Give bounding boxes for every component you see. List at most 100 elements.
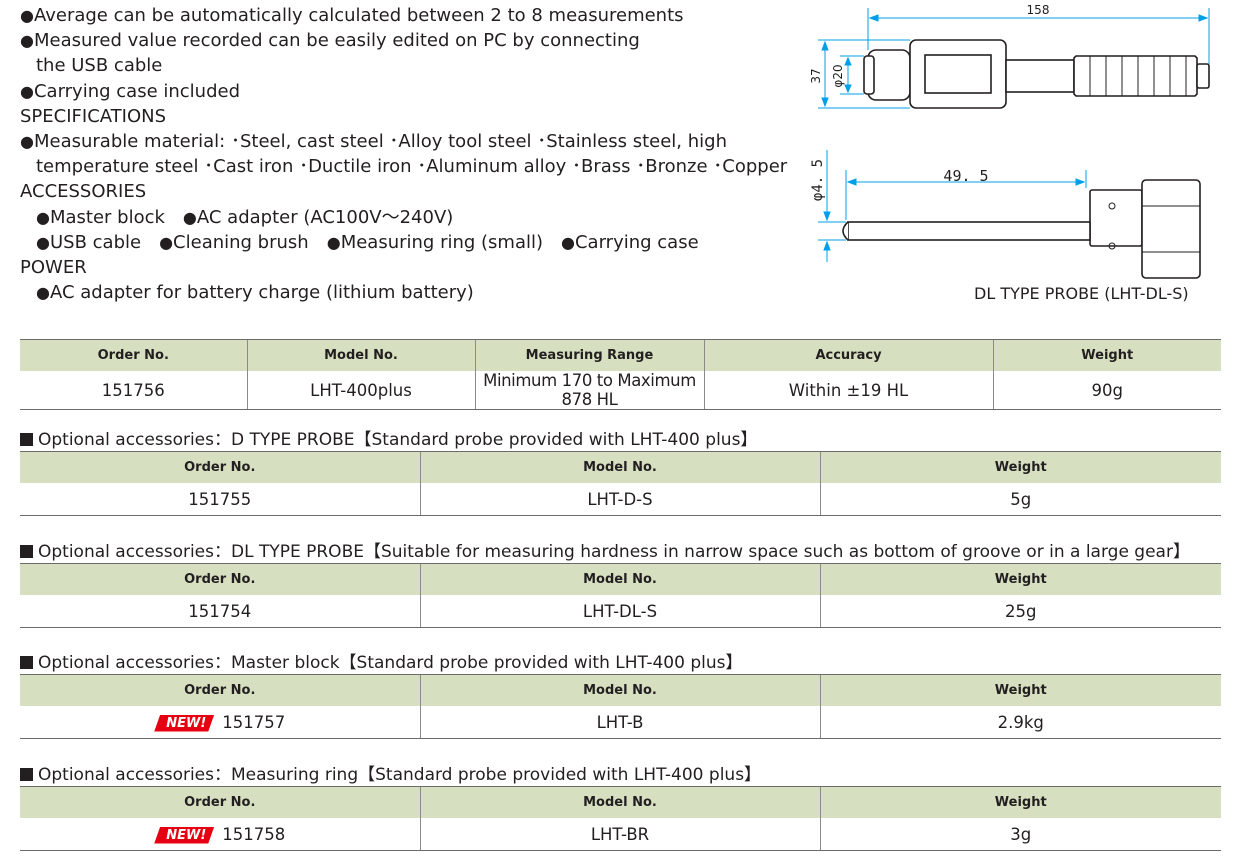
accessory-label: USB cable (49, 231, 142, 253)
section-title-text: Optional accessories：DL TYPE PROBE【Suita… (38, 542, 1190, 562)
square-bullet-icon (20, 768, 33, 781)
bullet-icon: ● (326, 232, 341, 252)
probe-caption: DL TYPE PROBE (LHT-DL-S) (974, 284, 1189, 303)
column-header: Model No. (419, 786, 820, 818)
accessory-label: Cleaning brush (173, 231, 309, 253)
accessory-item: ●Measuring ring (small) (327, 230, 543, 255)
new-badge: NEW! (154, 826, 215, 844)
column-header: Weight (819, 674, 1221, 706)
column-header: Order No. (20, 674, 420, 706)
bullet-icon: ● (36, 207, 50, 227)
power-heading: POWER (20, 257, 87, 279)
feature-text: Measured value recorded can be easily ed… (33, 30, 640, 52)
accessories-heading: ACCESSORIES (20, 181, 147, 203)
measuring-range: Minimum 170 to Maximum 878 HL (474, 371, 704, 410)
accuracy: Within ±19 HL (703, 371, 993, 410)
order-number: 151757 (222, 712, 286, 732)
column-header: Weight (819, 563, 1221, 595)
column-header: Order No. (20, 339, 247, 371)
table-row: NEW!151758 LHT-BR 3g (20, 818, 1221, 851)
section-title: Optional accessories：Master block【Standa… (20, 648, 742, 673)
feature-item: ●Carrying case included (20, 79, 780, 104)
new-badge: NEW! (154, 714, 215, 732)
accessory-label: Measuring ring (small) (340, 231, 544, 253)
feature-text: Carrying case included (33, 80, 241, 102)
dim-length-label: 158 (1027, 3, 1050, 17)
dim-diameter-label: φ20 (831, 64, 845, 87)
order-number-cell: NEW! 151758 (20, 818, 420, 851)
accessory-item: ●Master block (36, 205, 165, 230)
table-header-row: Order No. Model No. Measuring Range Accu… (20, 339, 1221, 371)
feature-item: ●Measured value recorded can be easily e… (20, 28, 780, 53)
tester-body-drawing (863, 39, 1210, 109)
main-spec-table: Order No. Model No. Measuring Range Accu… (20, 339, 1221, 410)
accessory-item: ●Carrying case (561, 230, 699, 255)
feature-text: Average can be automatically calculated … (33, 5, 684, 26)
column-header: Order No. (20, 563, 420, 595)
bullet-icon: ● (182, 207, 197, 227)
order-number-cell: NEW! 151757 (20, 706, 420, 739)
model-number: LHT-400plus (246, 371, 475, 410)
order-number: 151758 (222, 824, 286, 844)
dimension-diagram: 158 37 φ20 49. 5 φ4. 5 (790, 0, 1230, 320)
model-number: LHT-B (419, 706, 820, 739)
bullet-icon: ● (20, 81, 34, 101)
table-row: 151756 LHT-400plus Minimum 170 to Maximu… (20, 371, 1221, 410)
optional-table-dl-probe: Order No. Model No. Weight 151754 LHT-DL… (20, 563, 1221, 628)
column-header: Model No. (246, 339, 475, 371)
column-header: Accuracy (703, 339, 993, 371)
column-header: Measuring Range (474, 339, 704, 371)
section-title: Optional accessories：D TYPE PROBE【Standa… (20, 425, 757, 450)
model-number: LHT-D-S (419, 483, 820, 516)
weight: 5g (819, 483, 1221, 516)
accessory-label: Master block (49, 206, 165, 228)
bullet-icon: ● (36, 232, 50, 252)
order-number: 151756 (20, 371, 247, 410)
square-bullet-icon (20, 433, 33, 446)
table-row: 151755 LHT-D-S 5g (20, 483, 1221, 516)
bullet-icon: ● (20, 132, 34, 152)
bullet-icon: ● (159, 232, 174, 252)
material-item: ●Measurable material: ･Steel, cast steel… (20, 129, 780, 154)
model-number: LHT-BR (419, 818, 820, 851)
column-header: Weight (819, 786, 1221, 818)
weight: 2.9kg (819, 706, 1221, 739)
feature-text-continued: the USB cable (36, 55, 163, 77)
optional-table-measuring-ring: Order No. Model No. Weight NEW! 151758 LH… (20, 786, 1221, 851)
optional-table-d-probe: Order No. Model No. Weight 151755 LHT-D-… (20, 451, 1221, 516)
table-header-row: Order No. Model No. Weight (20, 674, 1221, 706)
accessory-label: AC adapter (AC100V～240V) (196, 206, 454, 228)
square-bullet-icon (20, 545, 33, 558)
weight: 25g (819, 595, 1221, 628)
weight: 90g (992, 371, 1221, 410)
feature-list: ●Average can be automatically calculated… (20, 3, 787, 305)
table-header-row: Order No. Model No. Weight (20, 563, 1221, 595)
column-header: Model No. (419, 451, 820, 483)
accessories-row: ●USB cable●Cleaning brush●Measuring ring… (20, 230, 780, 255)
specifications-heading: SPECIFICATIONS (20, 105, 167, 127)
dl-probe-drawing (842, 179, 1201, 279)
power-item: ●AC adapter for battery charge (lithium … (20, 280, 780, 305)
section-title-text: Optional accessories：D TYPE PROBE【Standa… (38, 430, 758, 450)
accessory-item: ●USB cable (36, 230, 141, 255)
section-title-text: Optional accessories：Measuring ring【Stan… (38, 765, 762, 785)
bullet-icon: ● (36, 283, 50, 303)
table-header-row: Order No. Model No. Weight (20, 786, 1221, 818)
table-header-row: Order No. Model No. Weight (20, 451, 1221, 483)
optional-table-master-block: Order No. Model No. Weight NEW! 151757 LH… (20, 674, 1221, 739)
probe-dimension-lines (818, 150, 1087, 262)
accessories-row: ●Master block●AC adapter (AC100V～240V) (20, 205, 780, 230)
model-number: LHT-DL-S (419, 595, 820, 628)
accessory-label: Carrying case (574, 231, 699, 253)
column-header: Order No. (20, 451, 420, 483)
square-bullet-icon (20, 656, 33, 669)
bullet-icon: ● (561, 232, 575, 252)
dim-probe-length-label: 49. 5 (943, 167, 988, 185)
column-header: Model No. (419, 674, 820, 706)
table-row: 151754 LHT-DL-S 25g (20, 595, 1221, 628)
power-text: AC adapter for battery charge (lithium b… (49, 282, 474, 304)
accessory-item: ●AC adapter (AC100V～240V) (183, 205, 453, 230)
bullet-icon: ● (20, 6, 34, 25)
device-drawing: 158 37 φ20 49. 5 φ4. 5 (809, 3, 1210, 279)
column-header: Model No. (419, 563, 820, 595)
